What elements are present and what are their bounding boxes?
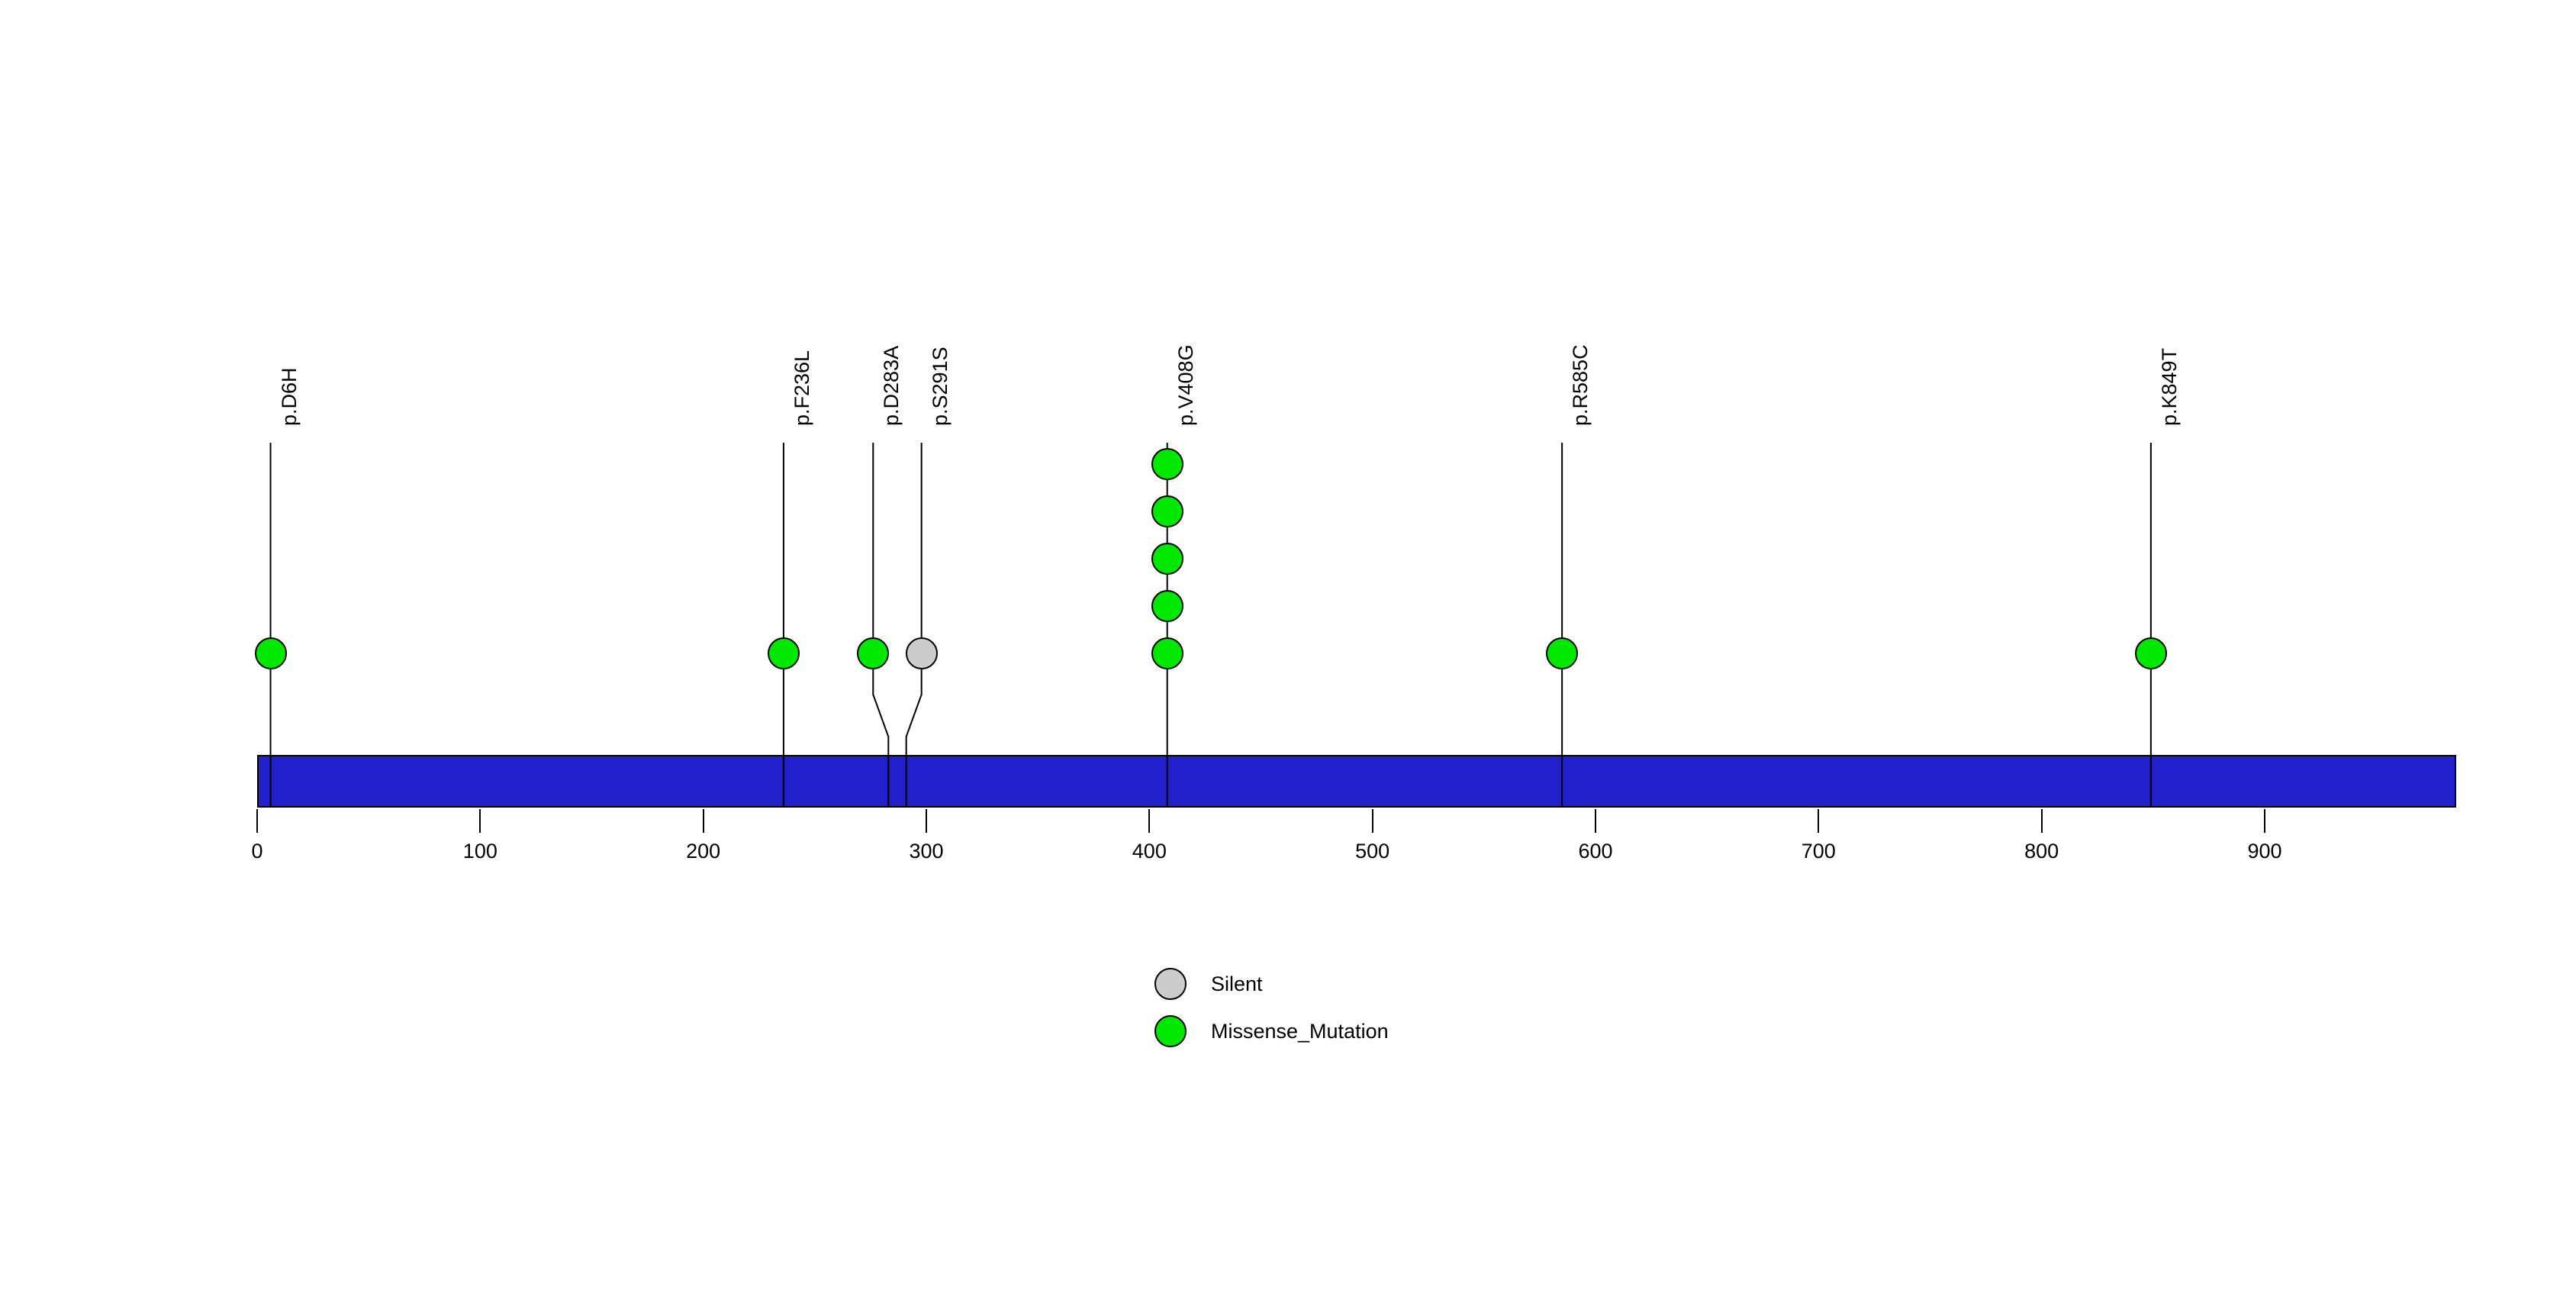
mutation-node[interactable] <box>1546 637 1579 669</box>
axis-tick-label-0: 0 <box>251 840 263 863</box>
mutation-node[interactable] <box>254 637 287 669</box>
axis-tick-label-800: 800 <box>2024 840 2059 863</box>
axis-tick-200 <box>702 809 704 833</box>
mutation-node[interactable] <box>857 637 890 669</box>
axis-tick-label-700: 700 <box>1801 840 1836 863</box>
axis-tick-label-100: 100 <box>462 840 497 863</box>
axis-tick-100 <box>479 809 481 833</box>
legend-label: Missense_Mutation <box>1211 1019 1389 1043</box>
mutation-node[interactable] <box>767 637 800 669</box>
axis-tick-label-600: 600 <box>1578 840 1613 863</box>
axis-tick-label-900: 900 <box>2247 840 2282 863</box>
axis-tick-label-200: 200 <box>686 840 721 863</box>
axis-tick-0 <box>256 809 258 833</box>
mutation-node[interactable] <box>1151 495 1183 527</box>
legend-label: Silent <box>1211 972 1263 995</box>
mutation-node[interactable] <box>1151 448 1183 480</box>
axis-tick-900 <box>2263 809 2265 833</box>
legend-swatch-icon <box>1154 968 1187 1000</box>
mutation-node[interactable] <box>905 637 938 669</box>
mutation-node[interactable] <box>1151 543 1183 575</box>
axis-tick-700 <box>1818 809 1820 833</box>
axis-tick-label-300: 300 <box>909 840 944 863</box>
axis-tick-label-400: 400 <box>1132 840 1167 863</box>
axis-tick-500 <box>1371 809 1373 833</box>
axis-tick-300 <box>925 809 927 833</box>
mutation-label-p-K849T: p.K849T <box>2157 347 2181 426</box>
legend-swatch-icon <box>1154 1015 1187 1047</box>
axis-tick-400 <box>1148 809 1151 833</box>
axis-tick-800 <box>2040 809 2043 833</box>
legend-item-silent[interactable]: Silent <box>1154 960 1389 1008</box>
protein-backbone-bar <box>257 755 2457 808</box>
legend-item-missense_mutation[interactable]: Missense_Mutation <box>1154 1008 1389 1055</box>
mutation-node[interactable] <box>1151 637 1183 669</box>
axis-tick-label-500: 500 <box>1355 840 1390 863</box>
mutation-node[interactable] <box>1151 590 1183 622</box>
mutation-node[interactable] <box>2134 637 2167 669</box>
axis-tick-600 <box>1594 809 1596 833</box>
